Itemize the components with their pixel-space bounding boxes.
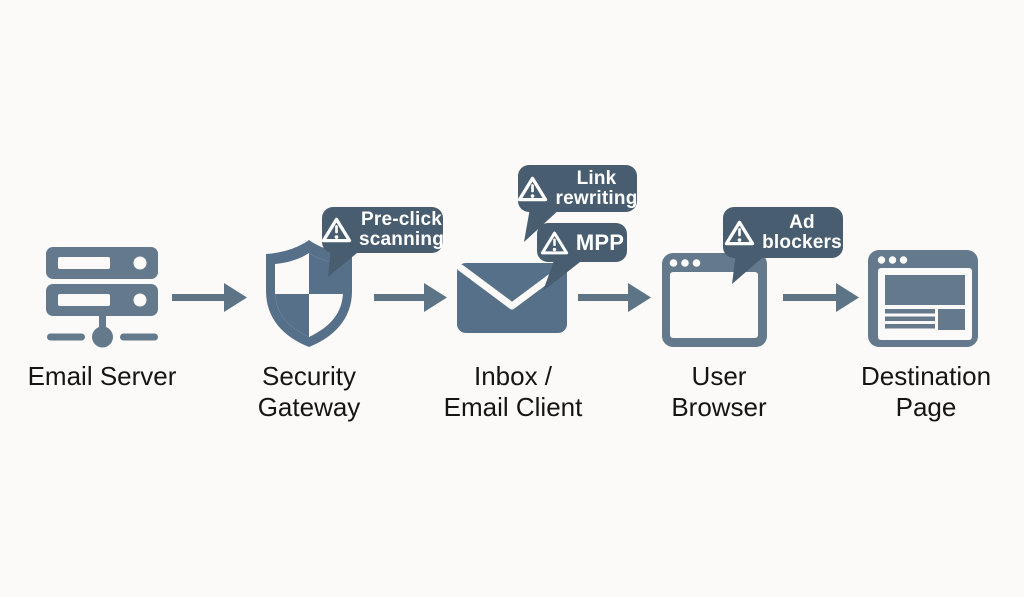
badge-label: Ad blockers bbox=[762, 211, 842, 253]
user-browser-label: User Browser bbox=[671, 361, 767, 422]
ad-blockers-badge-tail bbox=[732, 253, 768, 284]
link-rewriting-badge: Link rewriting bbox=[518, 165, 637, 212]
inbox-email-client-label: Inbox / Email Client bbox=[443, 361, 583, 422]
server-icon bbox=[46, 247, 158, 348]
badge-label: Pre-click scanning bbox=[359, 209, 445, 250]
warning-triangle-icon bbox=[540, 231, 568, 254]
browser-window-icon bbox=[662, 253, 767, 347]
webpage-icon bbox=[868, 250, 978, 347]
arrow-icon-4 bbox=[783, 283, 859, 312]
pre-click-scanning-badge: Pre-click scanning bbox=[321, 207, 445, 253]
warning-triangle-icon bbox=[321, 217, 352, 243]
arrow-icon-1 bbox=[172, 283, 247, 312]
arrow-icon-3 bbox=[578, 283, 651, 312]
warning-triangle-icon bbox=[724, 220, 755, 245]
arrow-icon-2 bbox=[374, 283, 447, 312]
security-gateway-label: Security Gateway bbox=[257, 361, 361, 422]
warning-triangle-icon bbox=[518, 176, 548, 201]
ad-blockers-badge: Ad blockers bbox=[723, 207, 843, 258]
email-server-label: Email Server bbox=[27, 361, 177, 391]
envelope-icon bbox=[457, 263, 567, 333]
mpp-badge-tail bbox=[543, 255, 589, 291]
destination-page-label: Destination Page bbox=[860, 361, 992, 422]
badge-label: MPP bbox=[575, 229, 625, 255]
pre-click-badge-tail bbox=[328, 248, 363, 277]
badge-label: Link rewriting bbox=[555, 167, 638, 209]
mpp-badge: MPP bbox=[537, 223, 627, 262]
